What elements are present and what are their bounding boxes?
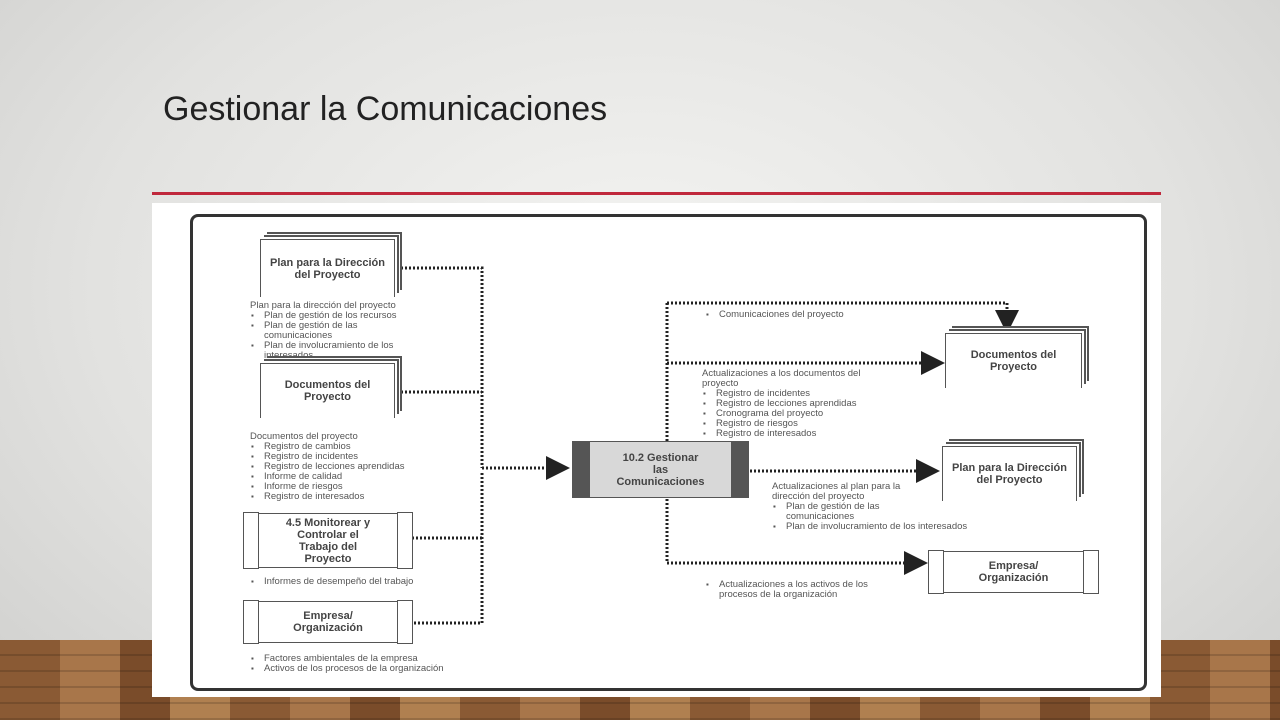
input-plan-box: Plan para la Dirección del Proyecto: [260, 239, 395, 297]
output-plan-box: Plan para la Dirección del Proyecto: [942, 446, 1077, 501]
process-box: 10.2 Gestionar las Comunicaciones: [572, 441, 749, 498]
connectors: [397, 266, 1019, 625]
input-monitor-box: 4.5 Monitorear y Controlar el Trabajo de…: [243, 512, 413, 569]
input-plan-notes: Plan para la dirección del proyecto Plan…: [250, 301, 420, 361]
diagram-frame: [190, 214, 1147, 691]
output-org-box: Empresa/ Organización: [928, 550, 1099, 594]
input-org-notes: Factores ambientales de la empresaActivo…: [250, 654, 444, 675]
output-docs-box: Documentos del Proyecto: [945, 333, 1082, 388]
output-plan-notes: Actualizaciones al plan para la direcció…: [772, 482, 972, 533]
input-docs-box: Documentos del Proyecto: [260, 363, 395, 418]
input-docs-notes: Documentos del proyecto Registro de camb…: [250, 432, 404, 503]
title-divider: [152, 192, 1161, 195]
diagram-panel: Plan para la Dirección del Proyecto Plan…: [152, 203, 1161, 697]
output-comms-notes: Comunicaciones del proyecto: [705, 310, 844, 321]
input-monitor-notes: Informes de desempeño del trabajo: [250, 577, 413, 588]
output-docs-notes: Actualizaciones a los documentos del pro…: [702, 369, 872, 440]
input-org-box: Empresa/ Organización: [243, 600, 413, 644]
output-org-notes: Actualizaciones a los activos de los pro…: [705, 580, 895, 600]
slide-title: Gestionar la Comunicaciones: [163, 90, 608, 128]
